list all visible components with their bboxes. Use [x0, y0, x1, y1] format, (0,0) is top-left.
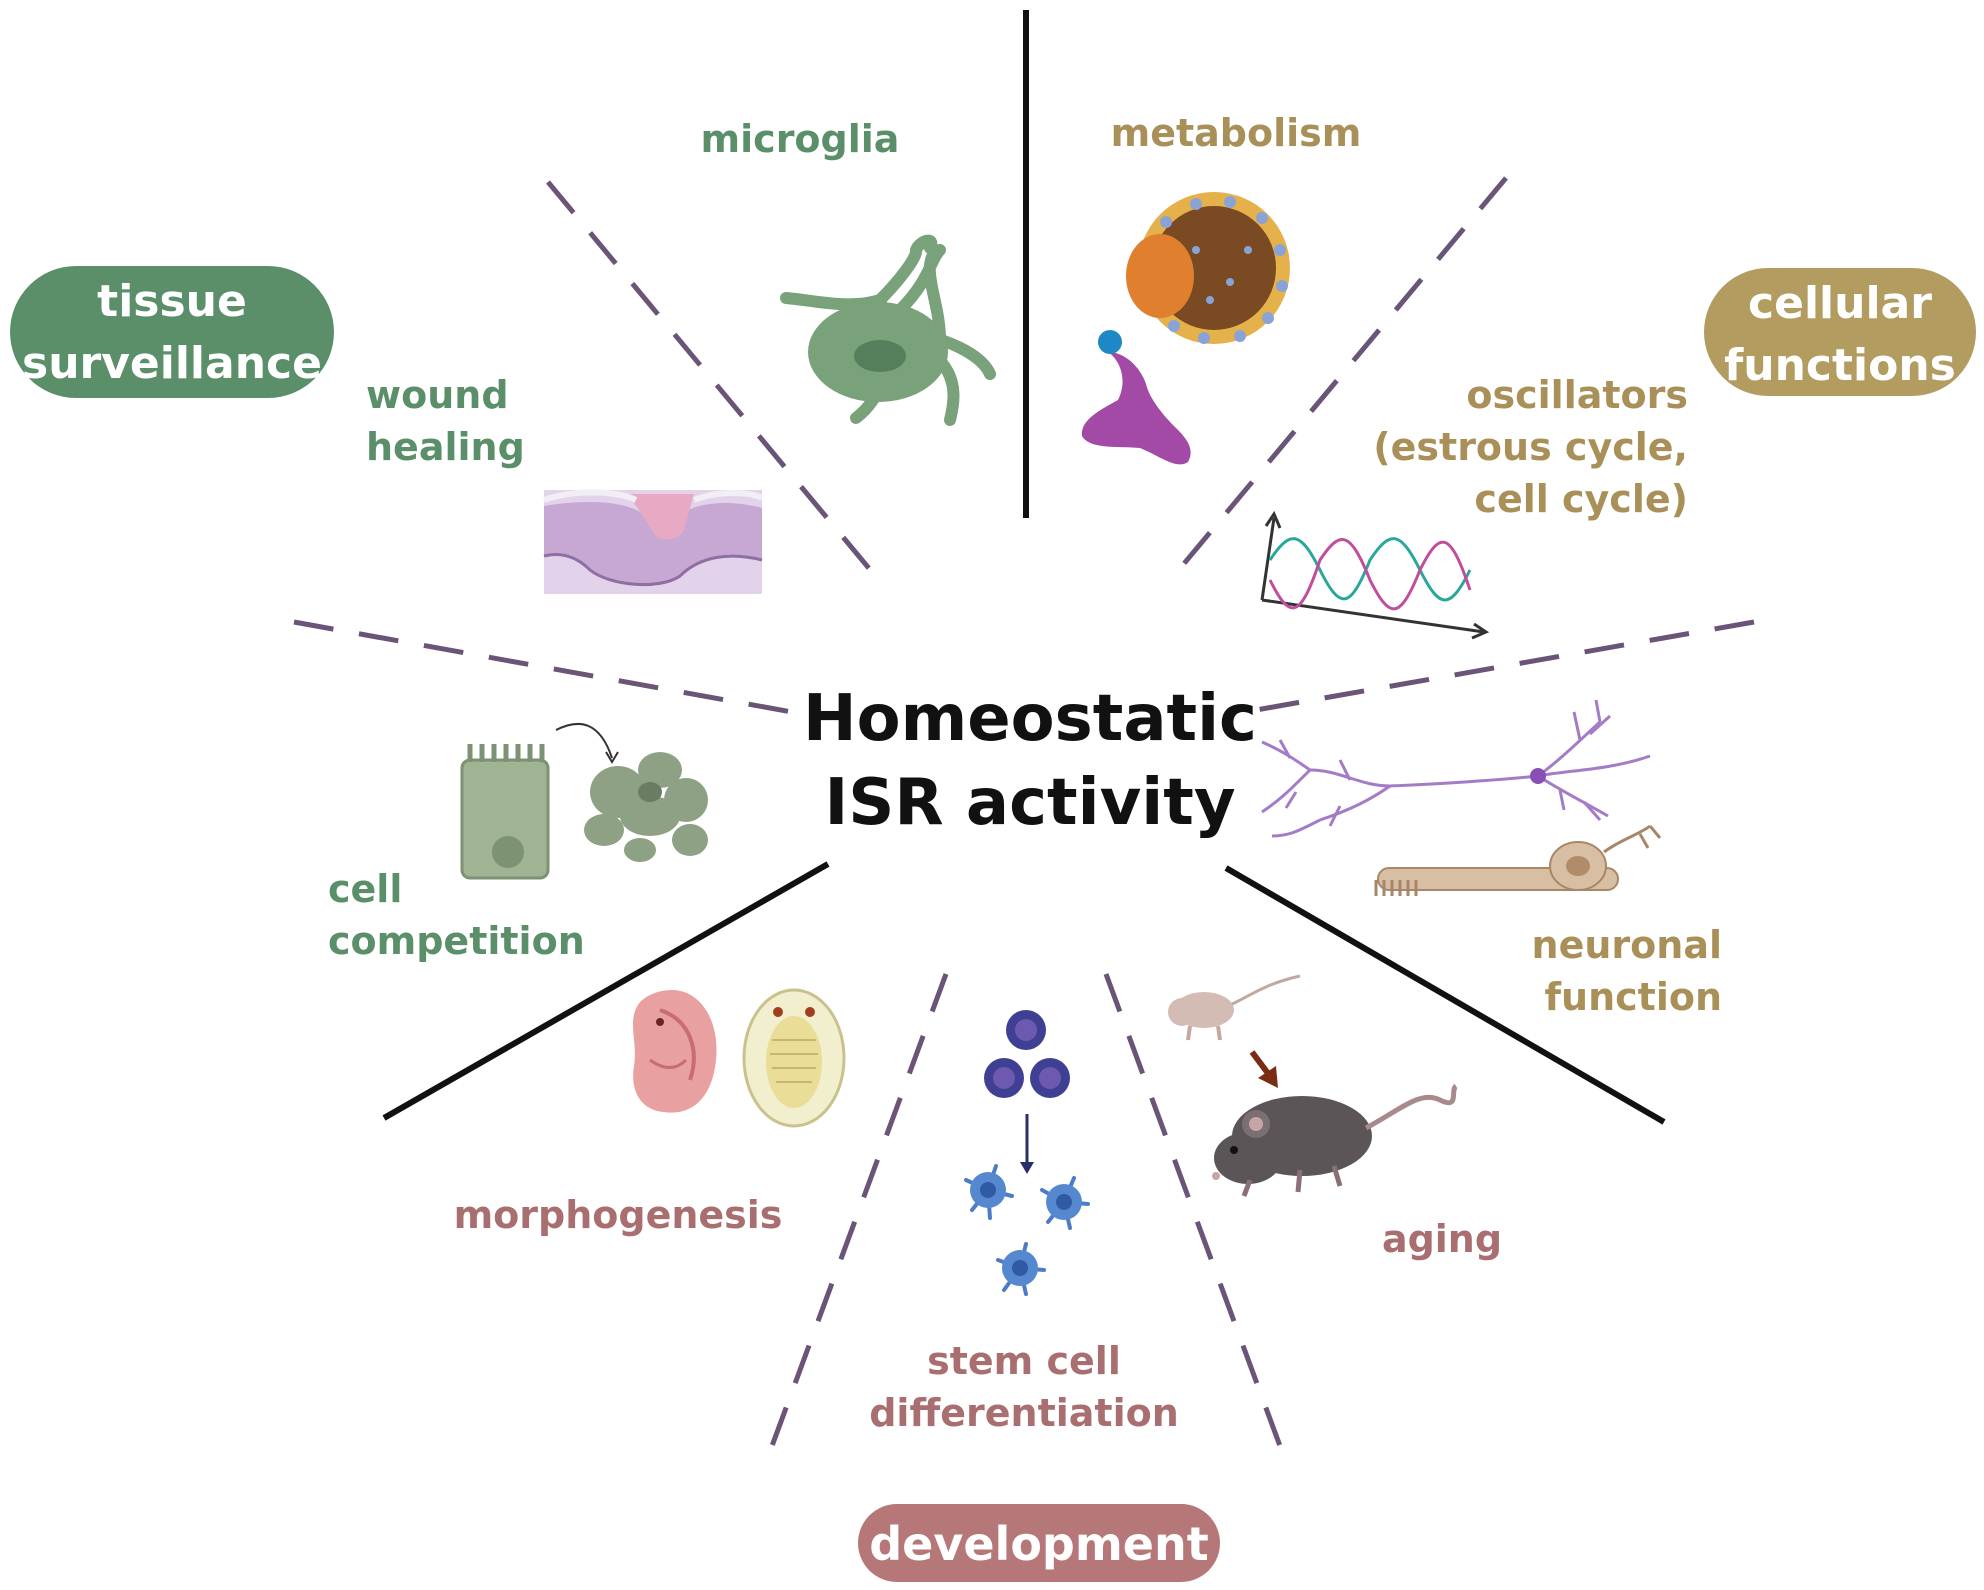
pill-tissue-line1: tissue: [97, 276, 247, 327]
label-aging: aging: [1382, 1217, 1502, 1261]
embryo-icon: [632, 990, 717, 1113]
pill-cellular-line2: functions: [1724, 340, 1956, 391]
stem-cell-icon: [964, 1010, 1090, 1296]
solid-divider-lower-right: [1224, 865, 1666, 1125]
pill-development-label: development: [869, 1517, 1208, 1571]
label-wound-line2: healing: [366, 425, 525, 469]
label-osc-line2: (estrous cycle,: [1373, 425, 1688, 469]
center-title-line2: ISR activity: [824, 766, 1235, 840]
pill-development: development: [858, 1504, 1220, 1582]
oscillation-graph-icon: [1260, 510, 1490, 640]
label-morphogenesis: morphogenesis: [454, 1193, 783, 1237]
pill-cellular-line1: cellular: [1748, 278, 1932, 329]
larva-icon: [742, 988, 846, 1128]
label-stem-line1: stem cell: [927, 1339, 1121, 1383]
old-mouse-icon: [1212, 1083, 1458, 1197]
microglia-cell-icon: [780, 234, 996, 426]
label-osc-line1: oscillators: [1466, 373, 1688, 417]
label-osc-line3: cell cycle): [1474, 477, 1688, 521]
lipid-droplet-icon: [1126, 192, 1290, 344]
photoreceptor-icon: [1374, 824, 1662, 896]
label-microglia: microglia: [701, 117, 900, 161]
neuron-icon: [1261, 699, 1651, 838]
wound-tissue-icon: [543, 489, 764, 594]
aging-arrow-icon: [1249, 1050, 1278, 1088]
dashed-divider-microglia: [546, 180, 874, 574]
solid-divider-lower-left: [382, 861, 830, 1121]
pill-cellular-functions: cellular functions: [1704, 268, 1976, 396]
dashed-divider-metabolism: [1180, 176, 1508, 568]
young-mouse-icon: [1168, 974, 1301, 1041]
pill-tissue-surveillance: tissue surveillance: [10, 266, 334, 398]
cell-competition-icon: [460, 722, 708, 880]
dashed-divider-stem-right: [1103, 973, 1283, 1447]
dashed-divider-wound: [293, 619, 793, 715]
center-title-line1: Homeostatic: [803, 682, 1257, 756]
label-competition-line1: cell: [328, 867, 402, 911]
pill-tissue-line2: surveillance: [22, 338, 322, 389]
label-wound-line1: wound: [366, 373, 509, 417]
divider-lines: [293, 10, 1755, 1447]
protein-icon: [1081, 330, 1191, 465]
label-neuronal-line2: function: [1544, 975, 1722, 1019]
label-competition-line2: competition: [328, 919, 585, 963]
label-stem-line2: differentiation: [869, 1391, 1179, 1435]
label-neuronal-line1: neuronal: [1532, 923, 1722, 967]
label-metabolism: metabolism: [1111, 111, 1362, 155]
dashed-divider-stem-left: [769, 973, 949, 1447]
dashed-divider-oscillators: [1255, 619, 1755, 713]
